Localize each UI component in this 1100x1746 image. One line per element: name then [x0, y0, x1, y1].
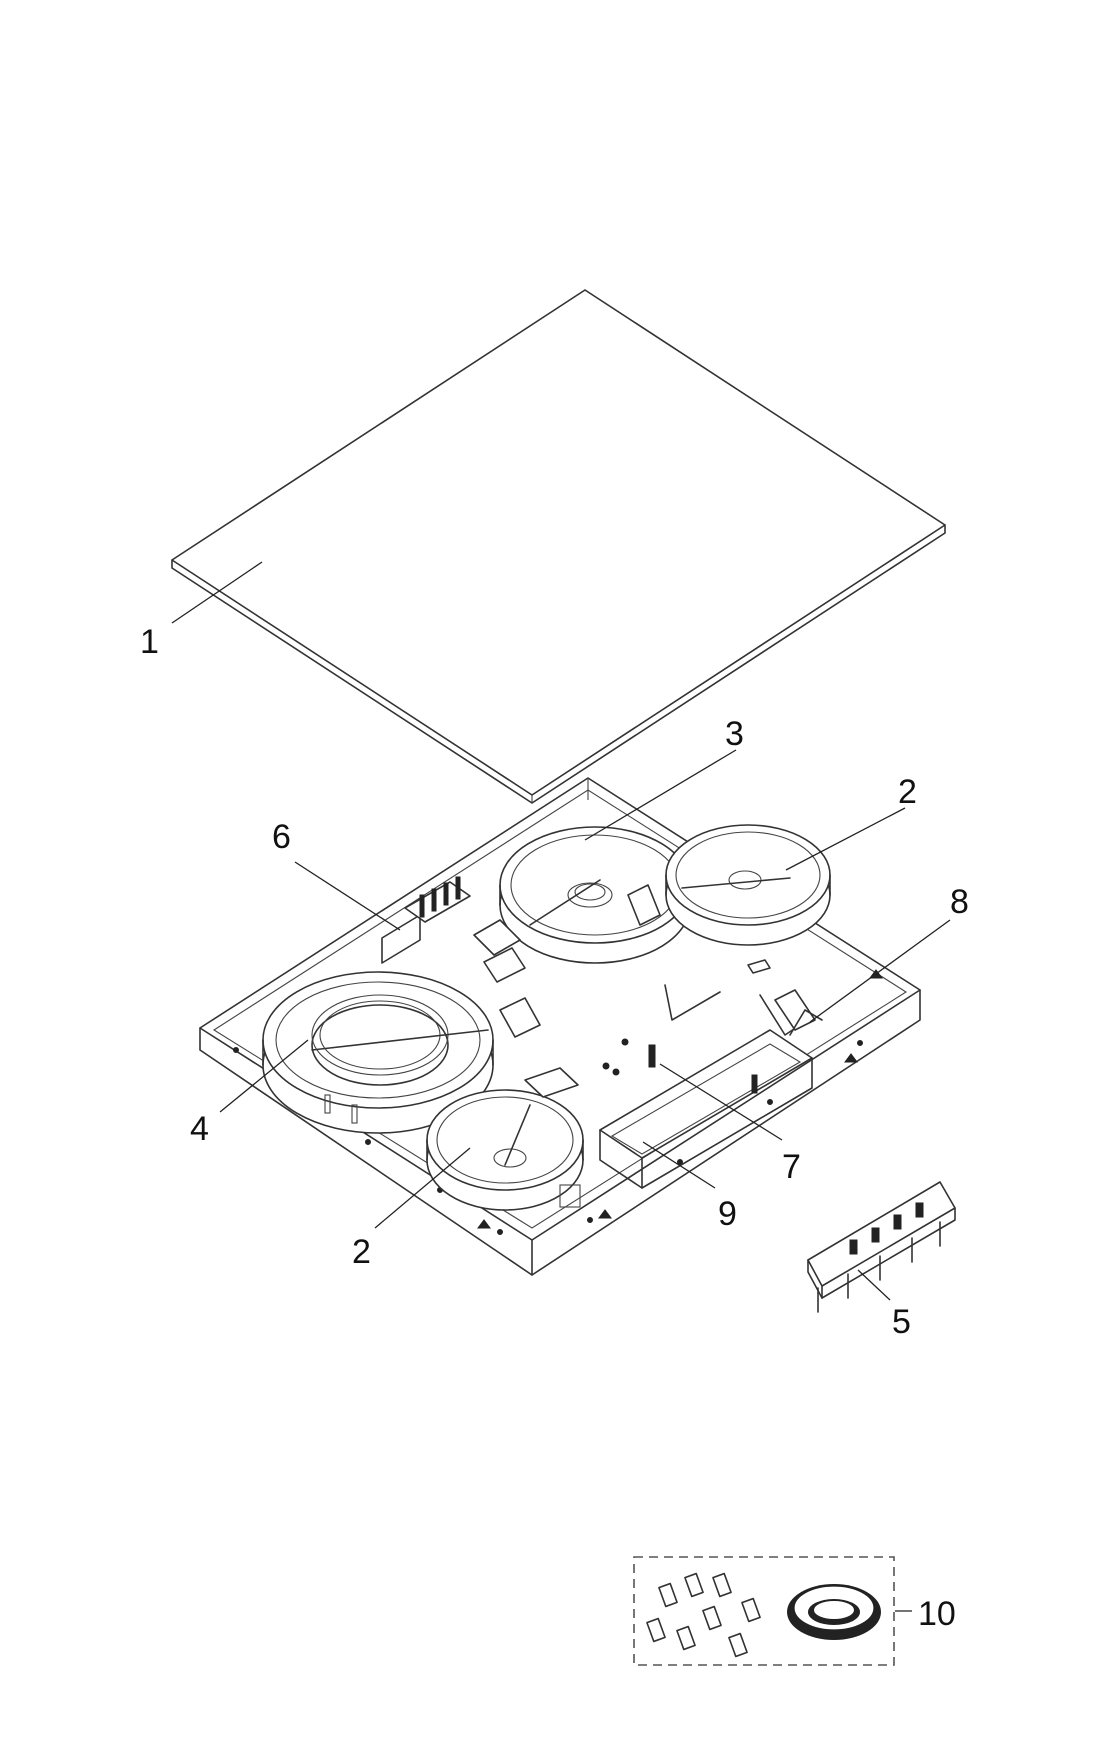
dual-burner[interactable] [262, 971, 494, 1134]
callout-bracket: 8 [950, 883, 969, 921]
terminal-block[interactable] [381, 876, 526, 983]
callout-burner-small-front: 2 [352, 1233, 371, 1271]
callout-board-housing: 9 [718, 1195, 737, 1233]
leader-lines [171, 561, 951, 1612]
housing-tray[interactable] [199, 777, 921, 1276]
callout-fixing-kit: 10 [918, 1595, 956, 1633]
callout-burner-small-rear: 2 [898, 773, 917, 811]
callout-burner-dual: 4 [190, 1110, 209, 1148]
callout-labels: 1 2 3 6 8 4 7 9 2 5 10 [140, 623, 969, 1633]
control-board[interactable] [807, 1181, 956, 1313]
small-burner-rear[interactable] [665, 824, 831, 946]
gasket-ring [787, 1584, 881, 1640]
internal-components [499, 884, 801, 1098]
medium-burner[interactable] [499, 826, 691, 964]
callout-sensor-pin: 7 [782, 1148, 801, 1186]
board-housing[interactable] [599, 1029, 813, 1189]
small-burner-front[interactable] [426, 1089, 584, 1211]
bracket[interactable] [774, 989, 823, 1036]
callout-terminal-block: 6 [272, 818, 291, 856]
fixing-kit[interactable] [633, 1556, 895, 1666]
callout-control-board: 5 [892, 1303, 911, 1341]
fixing-clips [646, 1572, 761, 1658]
glass-top-plate[interactable] [171, 289, 946, 804]
callout-glass-top: 1 [140, 623, 159, 661]
sensor-pin[interactable] [648, 1044, 758, 1094]
callout-burner-medium: 3 [725, 715, 744, 753]
